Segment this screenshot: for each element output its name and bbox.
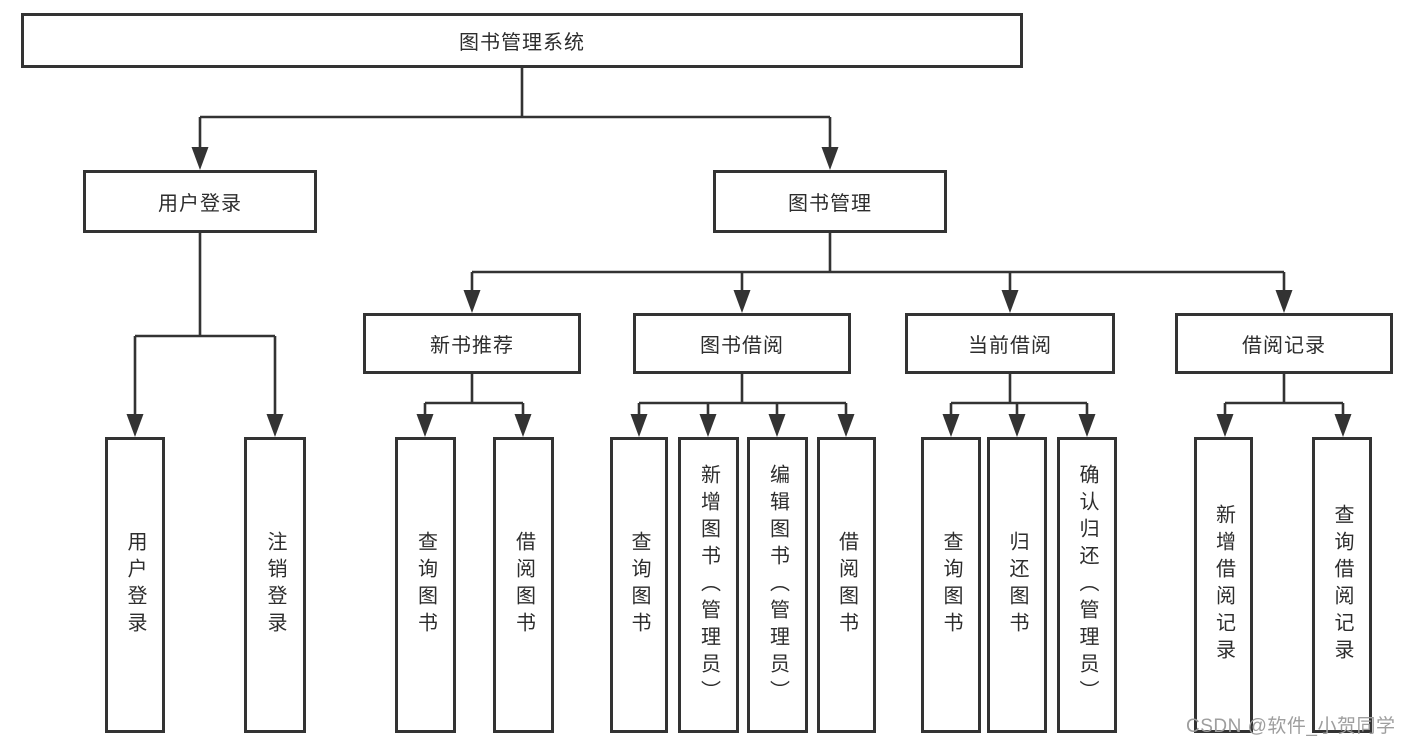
node-book-borrow: 图书借阅 <box>633 313 851 374</box>
node-book-management: 图书管理 <box>713 170 947 233</box>
csdn-watermark: CSDN @软件_小贺同学 <box>1186 716 1396 737</box>
node-new-book-recommend: 新书推荐 <box>363 313 581 374</box>
leaf-confirm-return-admin: 确认归还（管理员） <box>1057 437 1117 733</box>
leaf-recommend-borrow-books: 借阅图书 <box>493 437 554 733</box>
leaf-add-borrow-record: 新增借阅记录 <box>1194 437 1253 733</box>
leaf-current-query-books: 查询图书 <box>921 437 981 733</box>
node-root-system: 图书管理系统 <box>21 13 1023 68</box>
node-user-login: 用户登录 <box>83 170 317 233</box>
leaf-return-books: 归还图书 <box>987 437 1047 733</box>
leaf-borrow-query-books: 查询图书 <box>610 437 668 733</box>
arrowheads <box>126 147 1352 437</box>
node-current-borrow: 当前借阅 <box>905 313 1115 374</box>
leaf-user-login: 用户登录 <box>105 437 165 733</box>
node-borrow-records: 借阅记录 <box>1175 313 1393 374</box>
leaf-add-books-admin: 新增图书（管理员） <box>678 437 739 733</box>
leaf-edit-books-admin: 编辑图书（管理员） <box>747 437 808 733</box>
leaf-logout-login: 注销登录 <box>244 437 306 733</box>
leaf-borrow-borrow-books: 借阅图书 <box>817 437 876 733</box>
leaf-recommend-query-books: 查询图书 <box>395 437 456 733</box>
leaf-query-borrow-record: 查询借阅记录 <box>1312 437 1372 733</box>
